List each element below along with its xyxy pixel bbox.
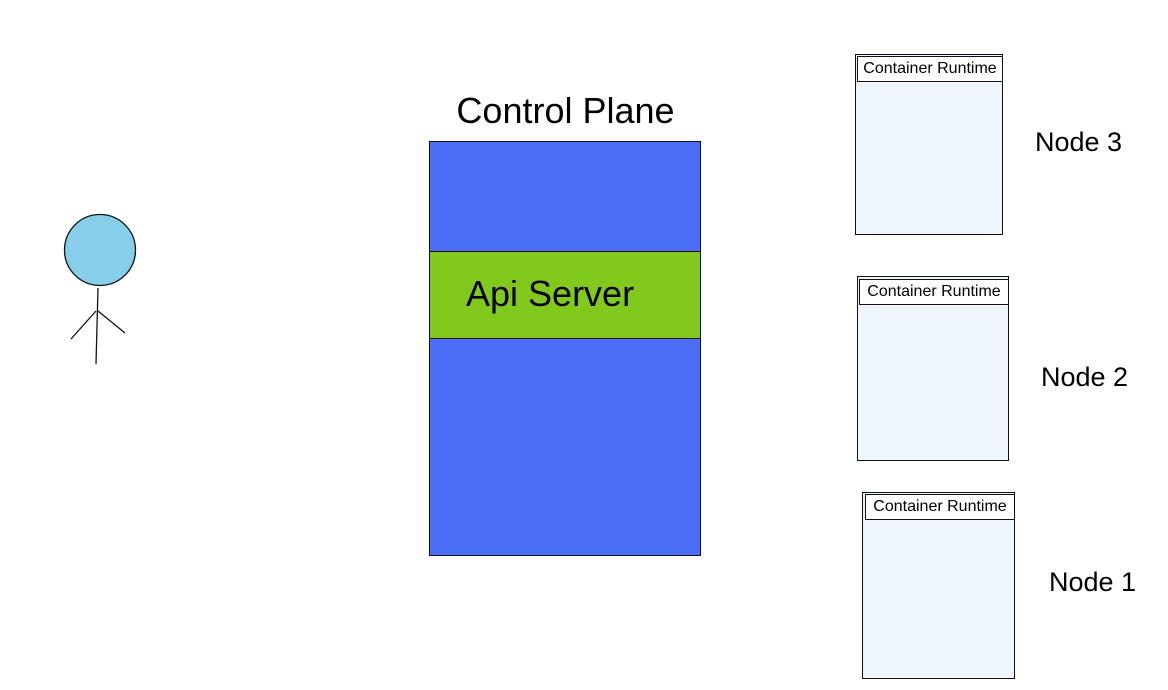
user-arm-left xyxy=(70,310,97,340)
api-server-box[interactable]: Api Server xyxy=(429,251,701,339)
node-3-container-runtime: Container Runtime xyxy=(857,56,1003,82)
node-3-label: Node 3 xyxy=(1035,127,1123,157)
node-3-box[interactable]: Container Runtime xyxy=(855,54,1003,235)
user-arm-right xyxy=(97,310,126,334)
user-head xyxy=(63,213,137,287)
node-2-container-runtime: Container Runtime xyxy=(859,279,1009,305)
node-1-label: Node 1 xyxy=(1049,567,1137,597)
node-2-label: Node 2 xyxy=(1041,362,1129,392)
user-stick-figure-icon xyxy=(63,213,137,365)
user-body xyxy=(95,287,99,365)
control-plane-title: Control Plane xyxy=(456,90,675,131)
api-server-label: Api Server xyxy=(466,273,635,314)
node-1-box[interactable]: Container Runtime xyxy=(862,492,1015,679)
control-plane-box[interactable] xyxy=(429,141,701,556)
node-1-container-runtime: Container Runtime xyxy=(865,494,1015,520)
node-2-box[interactable]: Container Runtime xyxy=(857,276,1009,461)
